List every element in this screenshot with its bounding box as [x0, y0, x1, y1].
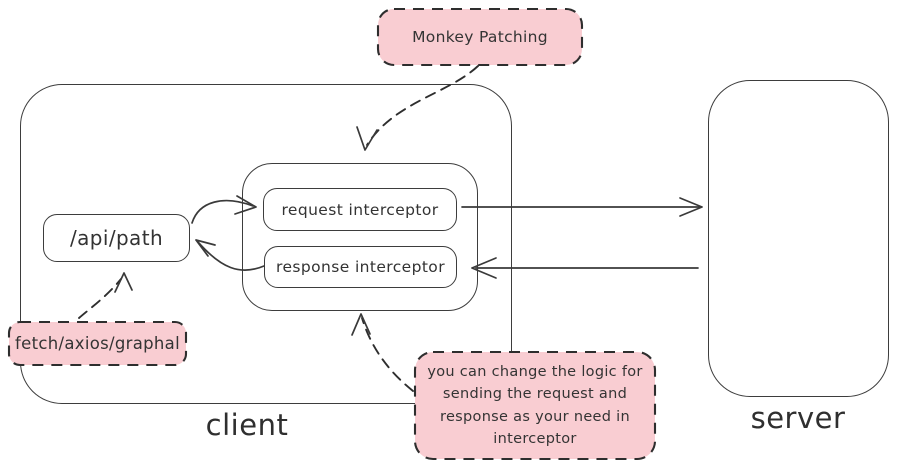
client-label: client	[205, 408, 289, 442]
server-label: server	[750, 401, 846, 435]
interceptor-logic-note: you can change the logic for sending the…	[415, 352, 655, 459]
fetch-axios-note: fetch/axios/graphal	[9, 322, 186, 365]
server-box	[708, 80, 889, 397]
interceptor-group-box	[242, 163, 478, 311]
monkey-patching-note: Monkey Patching	[378, 9, 582, 65]
fetch-axios-label: fetch/axios/graphal	[15, 334, 180, 353]
interceptor-logic-text: you can change the logic for sending the…	[427, 363, 643, 447]
request-interceptor-box: request interceptor	[263, 188, 457, 231]
api-path-label: /api/path	[69, 226, 164, 250]
response-interceptor-box: response interceptor	[264, 246, 457, 288]
client-box	[20, 84, 512, 404]
api-path-box: /api/path	[43, 214, 190, 262]
request-interceptor-label: request interceptor	[281, 200, 439, 219]
monkey-patching-label: Monkey Patching	[412, 28, 548, 46]
response-interceptor-label: response interceptor	[276, 258, 445, 276]
